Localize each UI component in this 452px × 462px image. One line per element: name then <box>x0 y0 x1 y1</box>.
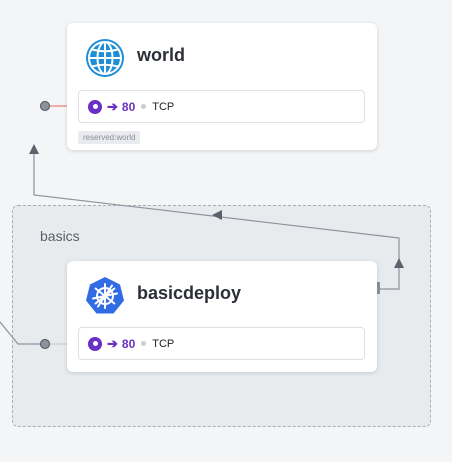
port-row[interactable]: ➔ 80 TCP <box>78 90 365 123</box>
basicdeploy-card[interactable]: basicdeploy ➔ 80 TCP <box>67 261 377 372</box>
identity-label-chip: reserved:world <box>78 131 141 144</box>
edge-arrowhead <box>29 144 39 154</box>
namespace-label: basics <box>40 228 80 244</box>
card-title: world <box>137 45 185 65</box>
port-number: 80 <box>121 336 136 351</box>
edge-handle <box>376 282 380 294</box>
separator-dot <box>141 104 147 109</box>
basic-port-socket <box>39 338 51 350</box>
card-title: basicdeploy <box>137 283 242 303</box>
port-row[interactable]: ➔ 80 TCP <box>78 327 365 360</box>
globe-icon <box>84 37 126 79</box>
edge-arrowhead <box>212 210 222 220</box>
incoming-edge <box>0 321 45 345</box>
port-number: 80 <box>121 99 136 114</box>
arrow-right-icon: ➔ <box>107 98 118 114</box>
arrow-right-icon: ➔ <box>107 335 118 351</box>
flow-edge <box>33 150 400 290</box>
target-icon <box>88 99 102 114</box>
world-card[interactable]: world ➔ 80 TCP reserved:world <box>67 23 377 150</box>
separator-dot <box>141 341 147 346</box>
port-protocol: TCP <box>152 337 175 350</box>
edge-arrowhead <box>394 258 404 268</box>
target-icon <box>88 336 102 351</box>
world-port-socket <box>39 100 51 112</box>
kubernetes-icon <box>84 275 126 317</box>
port-protocol: TCP <box>152 100 175 113</box>
